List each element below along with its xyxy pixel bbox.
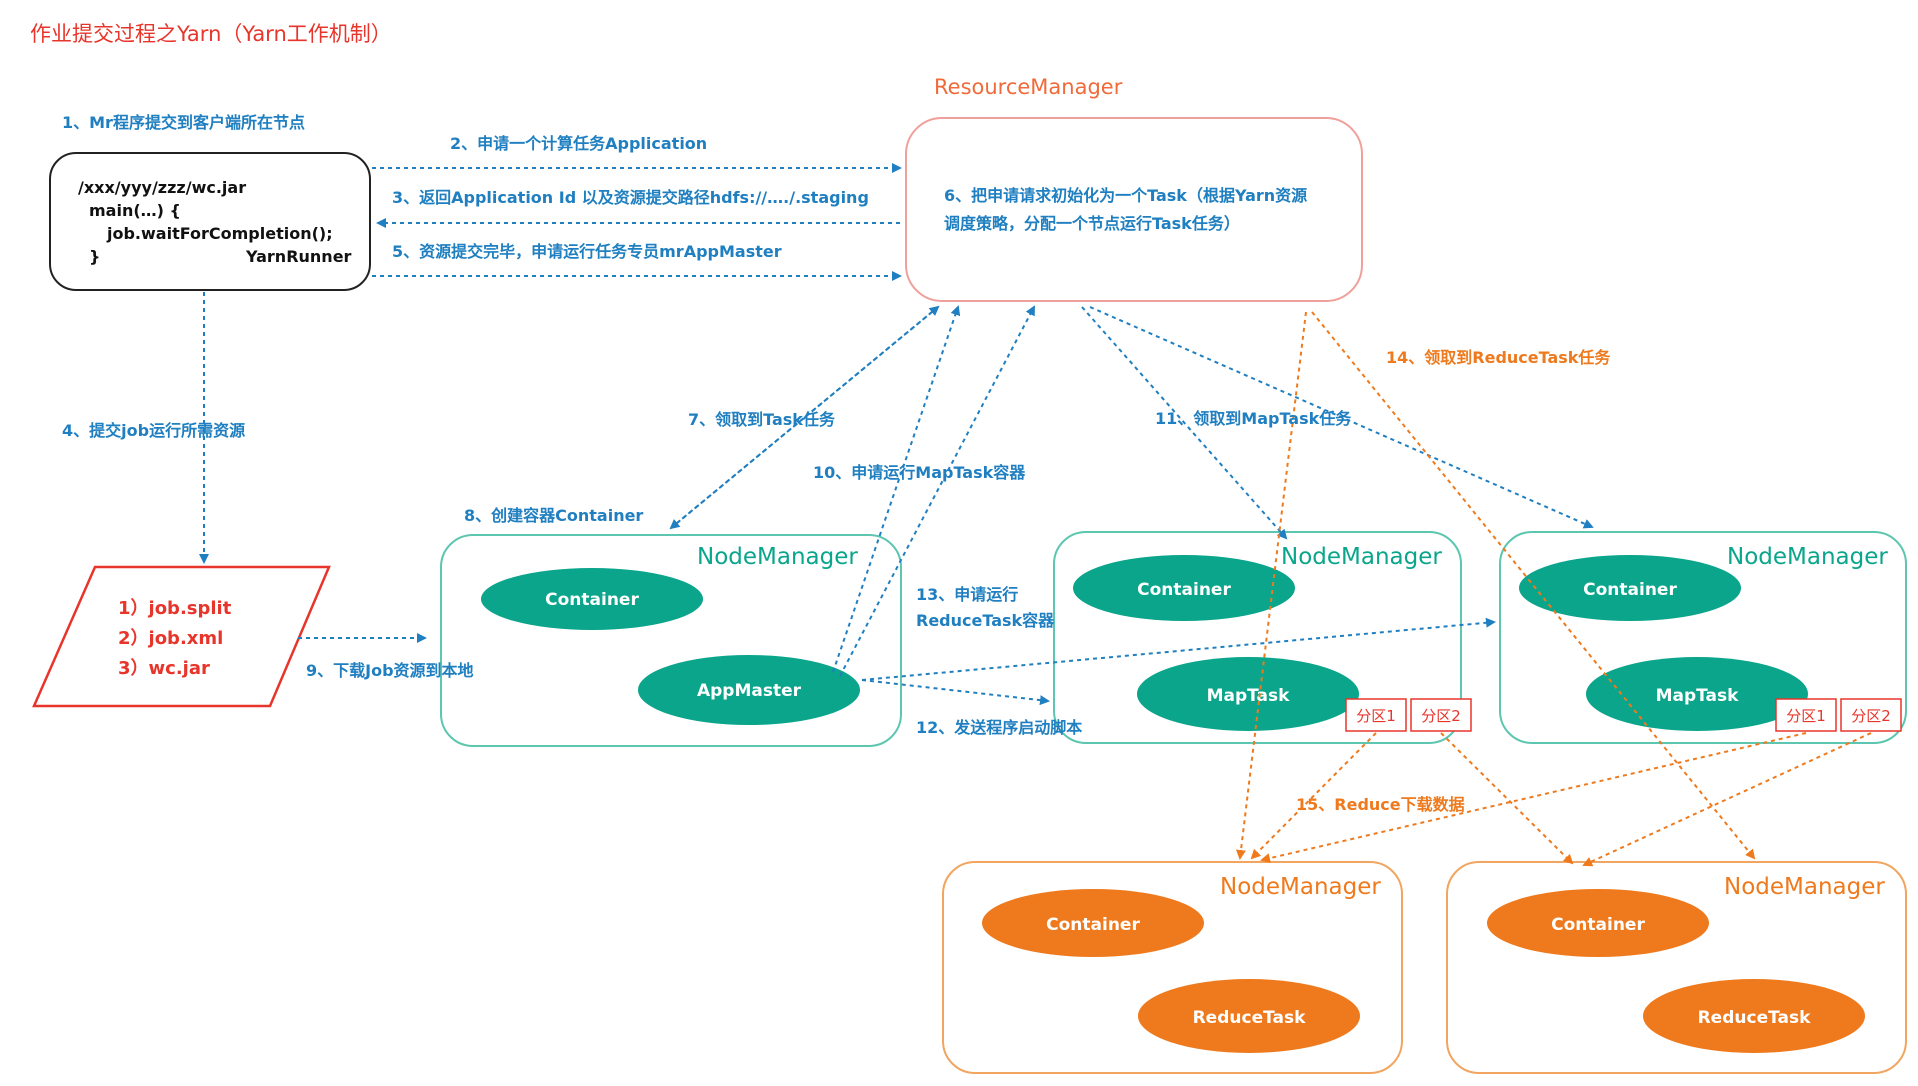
step-14-label: 14、领取到ReduceTask任务: [1386, 348, 1611, 367]
reducetask-2: [1643, 979, 1865, 1053]
arrow-step-7-back: [670, 305, 940, 529]
nm2-container-label: Container: [1137, 580, 1231, 600]
step-4-label: 4、提交job运行所需资源: [62, 421, 245, 440]
step-3-label: 3、返回Application Id 以及资源提交路径hdfs://…./.st…: [392, 188, 869, 207]
maptask-1: [1137, 657, 1359, 731]
rm-text-line-2: 调度策略，分配一个节点运行Task任务）: [944, 214, 1240, 233]
client-code-line-1: /xxx/yyy/zzz/wc.jar: [78, 178, 246, 197]
step-13-label-line-2: ReduceTask容器: [916, 611, 1055, 630]
step-12-label: 12、发送程序启动脚本: [916, 718, 1082, 737]
app-master-label: AppMaster: [697, 681, 802, 701]
arrow-step-11-b: [1089, 306, 1594, 529]
nm3-partition-2-box: [1840, 698, 1902, 732]
client-code-line-3: job.waitForCompletion();: [106, 224, 333, 243]
arrow-step-12-b: [861, 617, 1496, 681]
reducetask-1-label: ReduceTask: [1193, 1008, 1306, 1028]
node-manager-2-label: NodeManager: [1281, 544, 1442, 570]
app-master: [638, 655, 860, 725]
arrow-step-10: [832, 305, 961, 673]
client-code-line-4: }: [89, 247, 100, 266]
step-7-label: 7、领取到Task任务: [688, 410, 836, 429]
arrow-step-15-a: [1250, 732, 1377, 860]
arrow-step-15-d: [1582, 732, 1872, 867]
resource-job-xml: 2）job.xml: [118, 628, 223, 649]
nm1-container-label: Container: [545, 590, 639, 610]
arrow-step-15-c: [1260, 732, 1807, 864]
maptask-2-label: MapTask: [1656, 686, 1740, 706]
nm4-container: [982, 889, 1204, 957]
step-2-label: 2、申请一个计算任务Application: [450, 134, 707, 153]
step-8-label: 8、创建容器Container: [464, 506, 643, 525]
nm3-partition-1: 分区1: [1786, 707, 1826, 725]
job-resources-box: [32, 565, 331, 708]
resource-wc-jar: 3）wc.jar: [118, 658, 210, 679]
arrow-step-14-a: [1235, 311, 1307, 860]
step-1-label: 1、Mr程序提交到客户端所在节点: [62, 113, 305, 132]
node-manager-5-label: NodeManager: [1724, 874, 1885, 900]
arrow-step-14-b: [1311, 311, 1756, 860]
node-manager-4-label: NodeManager: [1220, 874, 1381, 900]
step-11-label: 11、领取到MapTask任务: [1155, 409, 1352, 428]
step-13-label-line-1: 13、申请运行: [916, 585, 1018, 604]
nm2-partition-2-box: [1410, 698, 1472, 732]
nm3-container: [1519, 555, 1741, 621]
resource-job-split: 1）job.split: [118, 598, 232, 619]
node-manager-1-label: NodeManager: [697, 544, 858, 570]
arrow-step-15-b: [1440, 732, 1574, 865]
maptask-2: [1586, 657, 1808, 731]
rm-text-line-1: 6、把申请请求初始化为一个Task（根据Yarn资源: [944, 186, 1307, 205]
resource-manager-label: ResourceManager: [934, 75, 1123, 99]
nm2-partition-2: 分区2: [1421, 707, 1461, 725]
nm4-container-label: Container: [1046, 915, 1140, 935]
reducetask-2-label: ReduceTask: [1698, 1008, 1811, 1028]
maptask-1-label: MapTask: [1207, 686, 1291, 706]
client-node-box: [49, 152, 371, 291]
step-5-label: 5、资源提交完毕，申请运行任务专员mrAppMaster: [392, 242, 782, 261]
arrow-step-11-a: [1081, 306, 1288, 540]
diagram-title: 作业提交过程之Yarn（Yarn工作机制）: [30, 22, 392, 46]
nm2-container: [1073, 555, 1295, 621]
arrow-step-12-a: [861, 679, 1050, 706]
yarn-runner-label: YarnRunner: [245, 247, 352, 266]
reducetask-1: [1138, 979, 1360, 1053]
resource-manager-box: [905, 117, 1363, 302]
nm3-partition-2: 分区2: [1851, 707, 1891, 725]
nm2-partition-1: 分区1: [1356, 707, 1396, 725]
nm5-container: [1487, 889, 1709, 957]
nm5-container-label: Container: [1551, 915, 1645, 935]
step-10-label: 10、申请运行MapTask容器: [813, 463, 1026, 482]
nm3-partition-1-box: [1775, 698, 1837, 732]
nm3-container-label: Container: [1583, 580, 1677, 600]
client-code-line-2: main(…) {: [89, 201, 181, 220]
node-manager-3-label: NodeManager: [1727, 544, 1888, 570]
step-15-label: 15、Reduce下载数据: [1296, 795, 1465, 814]
step-9-label: 9、下载Job资源到本地: [306, 661, 474, 680]
nm1-container: [481, 568, 703, 630]
arrow-step-13: [839, 305, 1035, 677]
nm2-partition-1-box: [1345, 698, 1407, 732]
